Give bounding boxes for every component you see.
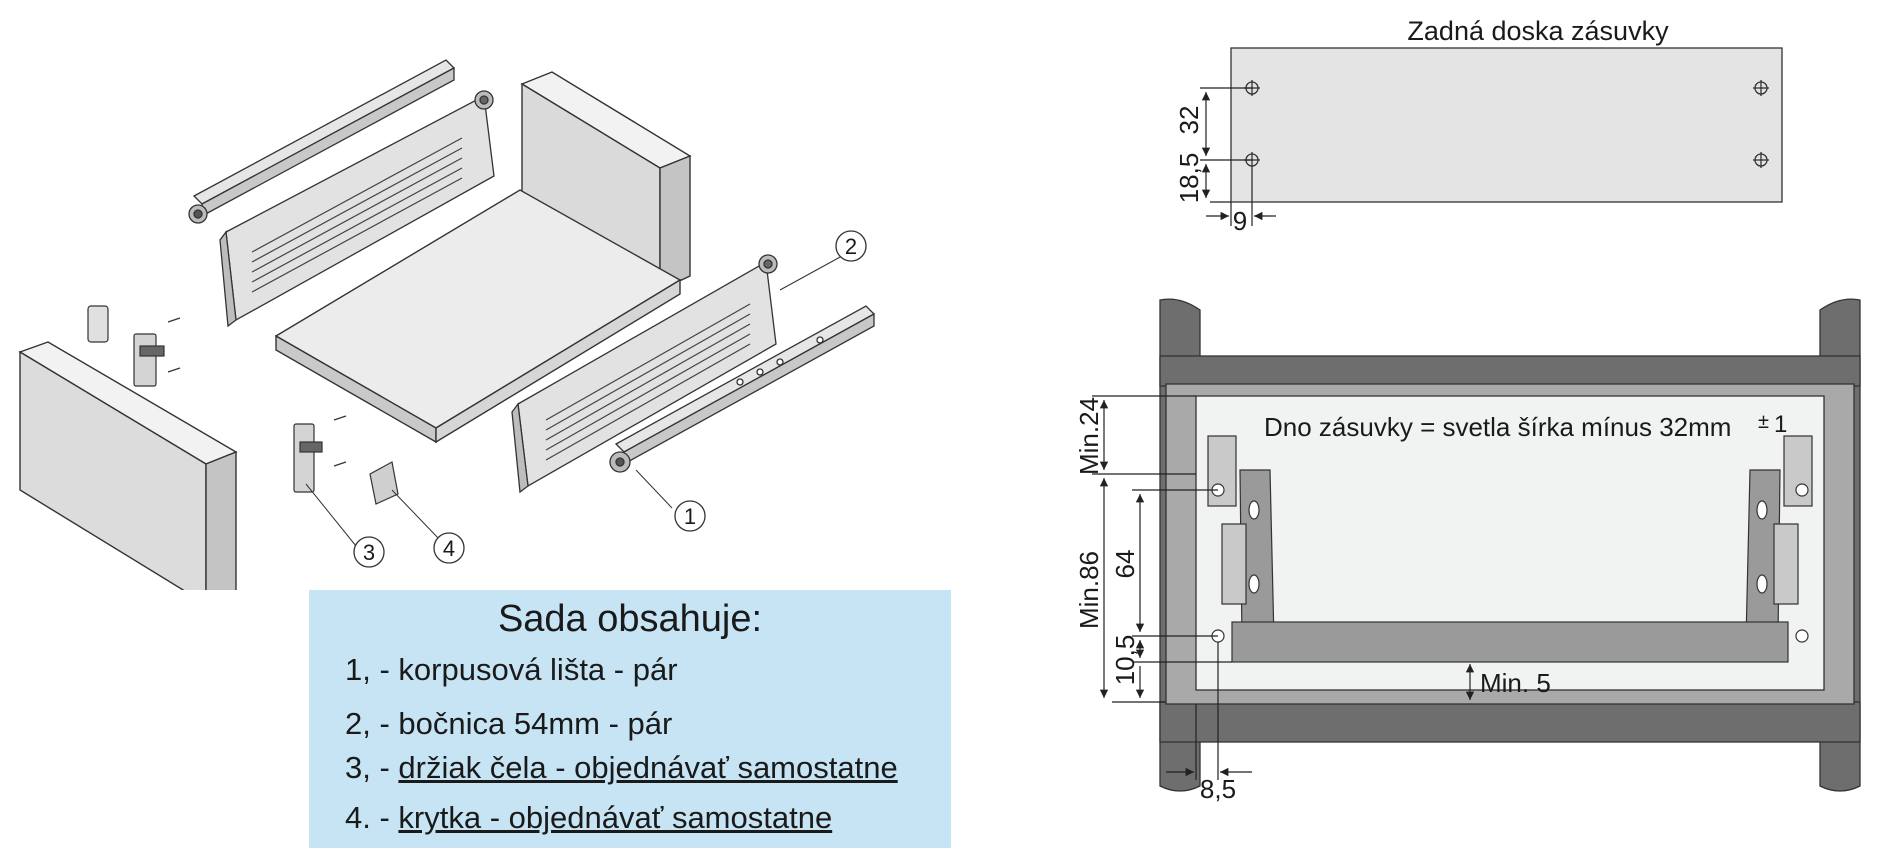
exploded-view-diagram: 2 1 3 4 [18,59,876,590]
front-panel [18,341,238,590]
rear-board [520,71,692,292]
svg-text:3: 3 [363,540,375,565]
svg-text:1: 1 [684,504,696,529]
dim-min86: Min.86 [1074,551,1104,629]
runner-rail-right [609,305,876,473]
kit-item-4: 4. - krytka - objednávať samostatne [345,800,833,835]
dim-8-5: 8,5 [1200,774,1236,804]
formula-tolerance-sign: ± [1758,411,1769,433]
back-panel-title: Zadná doska zásuvky [1407,16,1669,46]
dim-9: 9 [1233,206,1247,236]
side-panel-right [511,254,778,494]
kit-contents-title: Sada obsahuje: [497,598,763,640]
small-parts [87,305,399,505]
kit-item-1: 1, - korpusová lišta - pár [345,652,678,687]
dim-10-5: 10,5 [1110,635,1140,686]
back-panel-dimensions [1200,87,1276,226]
svg-text:2: 2 [845,234,857,259]
dim-18-5: 18,5 [1174,153,1204,204]
runner-rail-left [188,59,456,224]
drawer-bottom [274,189,682,444]
formula-tolerance-value: 1 [1774,411,1787,438]
kit-contents-box: Sada obsahuje: 1, - korpusová lišta - pá… [309,590,951,848]
dim-min5: Min. 5 [1480,668,1551,698]
callout-leaders [305,255,843,547]
callout-4: 4 [433,532,465,564]
callout-3: 3 [353,536,385,568]
back-panel-board [1230,47,1783,203]
cabinet-dimensions [1092,395,1475,780]
callout-1: 1 [674,500,706,532]
drawer-bottom-formula: Dno zásuvky = svetla šírka mínus 32mm [1264,412,1731,442]
back-panel-drawing: Zadná doska zásuvky 32 18,5 9 [1174,16,1783,236]
kit-item-2: 2, - bočnica 54mm - pár [345,706,673,741]
svg-text:4: 4 [443,536,455,561]
dim-64: 64 [1110,550,1140,579]
dim-32: 32 [1174,106,1204,135]
kit-item-3: 3, - držiak čela - objednávať samostatne [345,750,898,785]
callout-2: 2 [835,230,867,262]
side-panel-left [219,90,495,328]
dim-min24: Min.24 [1074,397,1104,475]
